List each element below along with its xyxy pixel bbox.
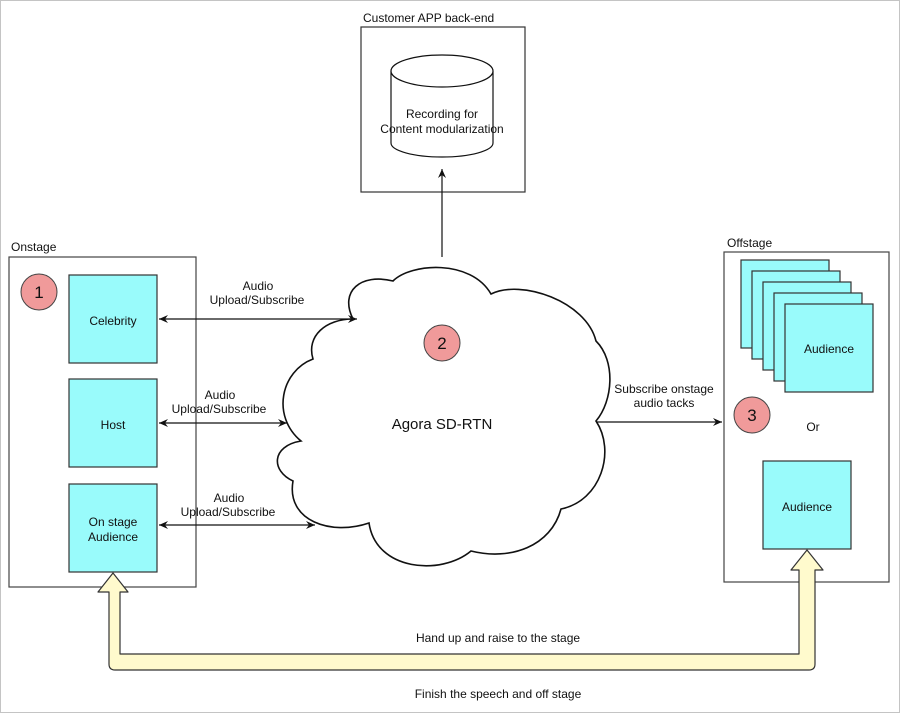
edge-subscribe-line2: audio tacks xyxy=(634,396,695,410)
cloud-label: Agora SD-RTN xyxy=(392,416,493,433)
edge-host-line2: Upload/Subscribe xyxy=(172,402,267,416)
onstage-audience-node xyxy=(68,483,158,573)
host-label: Host xyxy=(101,418,126,432)
step-badge-2 xyxy=(423,324,461,362)
edge-celebrity-line1: Audio xyxy=(243,279,274,293)
audience-stack-front xyxy=(784,303,874,393)
or-label: Or xyxy=(806,420,819,434)
step-badge-1-label: 1 xyxy=(34,283,43,302)
step-badge-3 xyxy=(733,396,771,434)
step-badge-2-label: 2 xyxy=(437,334,446,353)
backend-title: Customer APP back-end xyxy=(363,11,494,25)
celebrity-label: Celebrity xyxy=(89,314,136,328)
step-badge-1 xyxy=(20,273,58,311)
raise-to-stage-label: Hand up and raise to the stage xyxy=(416,631,580,645)
audience-single-label: Audience xyxy=(782,500,832,514)
stage-flow-arrow xyxy=(97,549,824,671)
celebrity-node xyxy=(68,274,158,364)
host-node xyxy=(68,378,158,468)
edge-host-line1: Audio xyxy=(205,388,236,402)
offstage-title: Offstage xyxy=(727,236,772,250)
database-cylinder-icon xyxy=(390,54,494,158)
edge-subscribe-line1: Subscribe onstage xyxy=(614,382,714,396)
offstage-group: Offstage Audience 3 Or Audience xyxy=(723,236,890,583)
edge-audience-line2: Upload/Subscribe xyxy=(181,505,276,519)
storage-label-line2: Content modularization xyxy=(380,122,503,136)
cloud-shape xyxy=(276,266,611,567)
step-badge-3-label: 3 xyxy=(747,406,756,425)
onstage-audience-label-line1: On stage xyxy=(89,515,138,529)
audience-stack-label: Audience xyxy=(804,342,854,356)
off-stage-label: Finish the speech and off stage xyxy=(415,687,582,701)
audience-single-node xyxy=(762,460,852,550)
onstage-title: Onstage xyxy=(11,240,57,254)
onstage-audience-label-line2: Audience xyxy=(88,530,138,544)
onstage-group: Onstage 1 Celebrity Host On stage Audien… xyxy=(8,240,197,588)
storage-label-line1: Recording for xyxy=(406,107,478,121)
backend-group: Customer APP back-end Recording for Cont… xyxy=(360,11,526,193)
agora-cloud: 2 Agora SD-RTN xyxy=(276,266,611,567)
edge-audience-line1: Audio xyxy=(214,491,245,505)
edge-celebrity-line2: Upload/Subscribe xyxy=(210,293,305,307)
